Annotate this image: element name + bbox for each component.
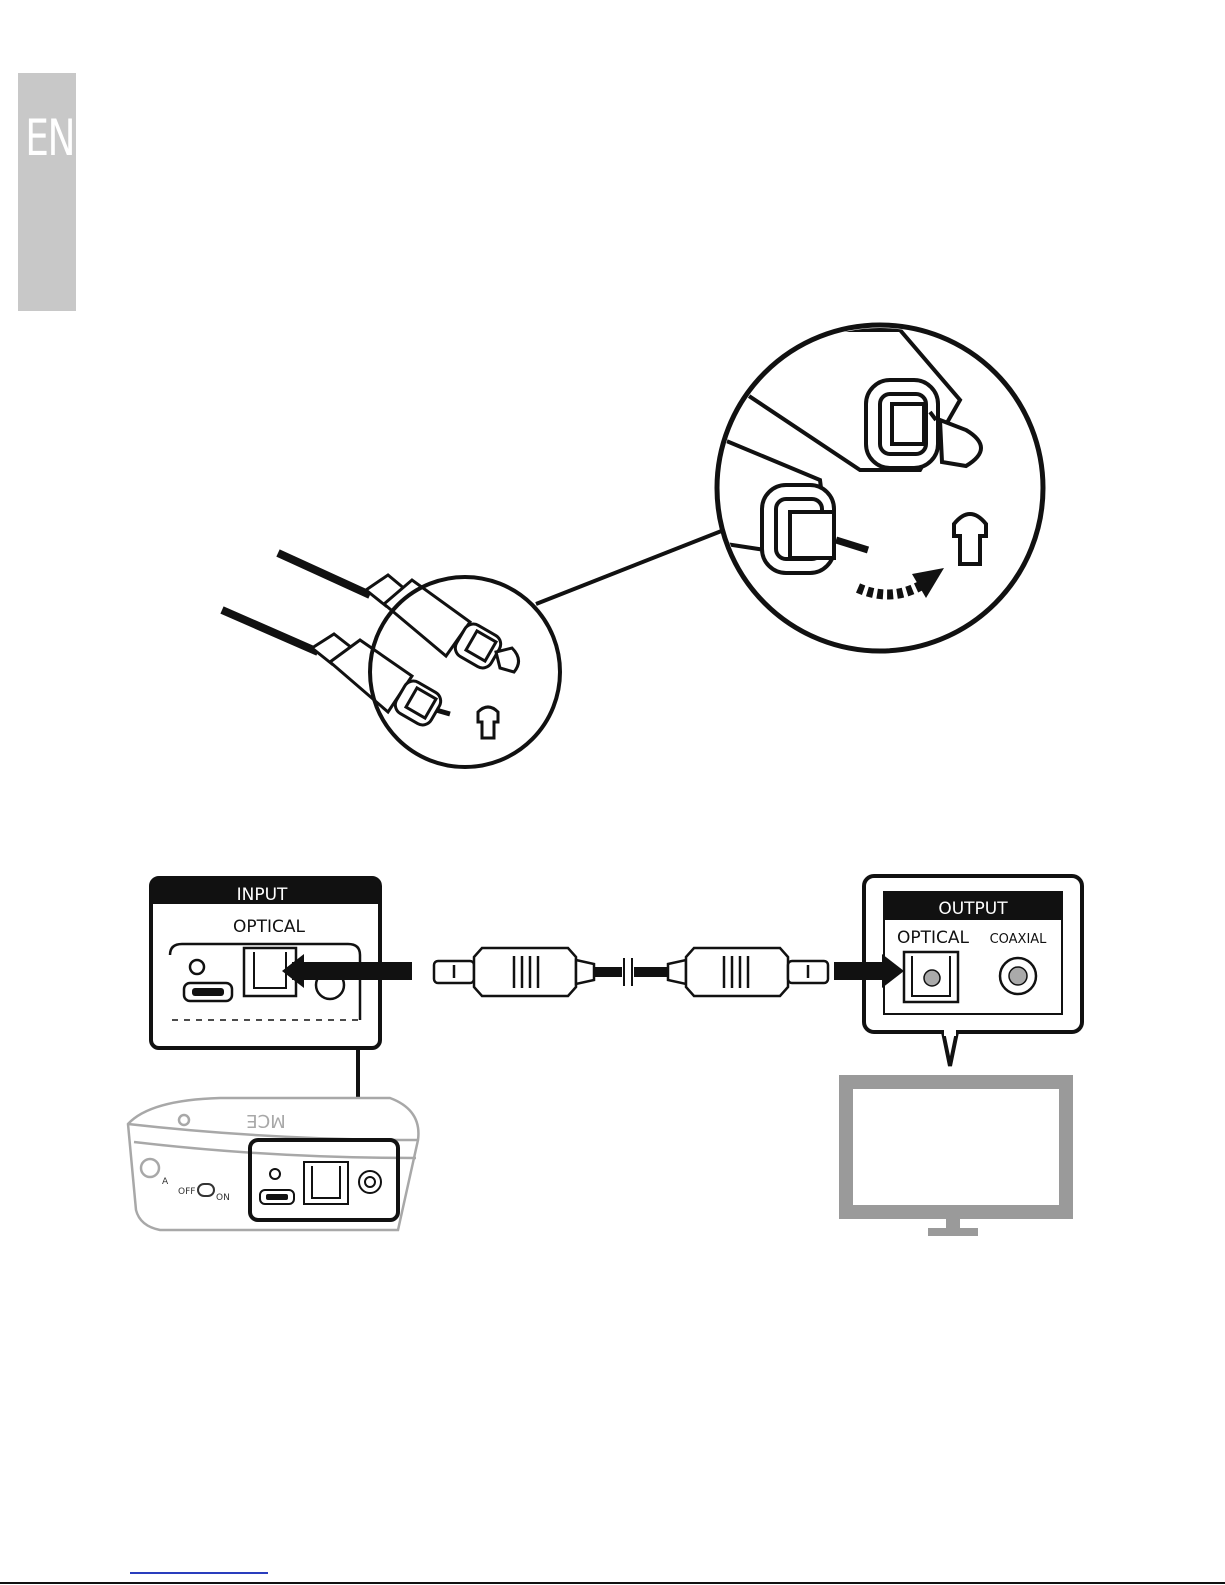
dust-cap-large xyxy=(954,514,986,564)
zoom-detail xyxy=(700,325,1043,651)
output-panel: OUTPUT OPTICAL COAXIAL xyxy=(834,876,1082,1066)
input-panel: INPUT OPTICAL xyxy=(151,878,412,1048)
cable-upper xyxy=(278,553,370,595)
power-switch-icon xyxy=(198,1184,214,1196)
receiver-device: MCE A OFF ON xyxy=(128,1098,418,1230)
cable-lower xyxy=(222,610,318,652)
page-bottom-rule xyxy=(0,1582,1225,1584)
tv-icon xyxy=(846,1082,1066,1236)
switch-on-label: ON xyxy=(216,1193,230,1203)
input-title: INPUT xyxy=(237,885,288,905)
optical-cables-illustration xyxy=(222,530,724,767)
upper-plug xyxy=(366,575,519,672)
optical-cable xyxy=(434,948,828,996)
footer-link-underline xyxy=(130,1572,268,1574)
insert-arrow-right xyxy=(834,962,886,980)
zoom-leader-line xyxy=(536,530,724,604)
output-title: OUTPUT xyxy=(938,899,1008,919)
switch-off-label: OFF xyxy=(178,1187,195,1197)
output-optical-label: OPTICAL xyxy=(897,928,970,948)
insert-arrow-left xyxy=(292,962,412,980)
dust-cap-small xyxy=(478,707,498,738)
input-optical-label: OPTICAL xyxy=(233,917,306,937)
output-coaxial-label: COAXIAL xyxy=(990,932,1048,947)
device-button-label: A xyxy=(162,1177,169,1187)
device-logo: MCE xyxy=(246,1110,285,1131)
